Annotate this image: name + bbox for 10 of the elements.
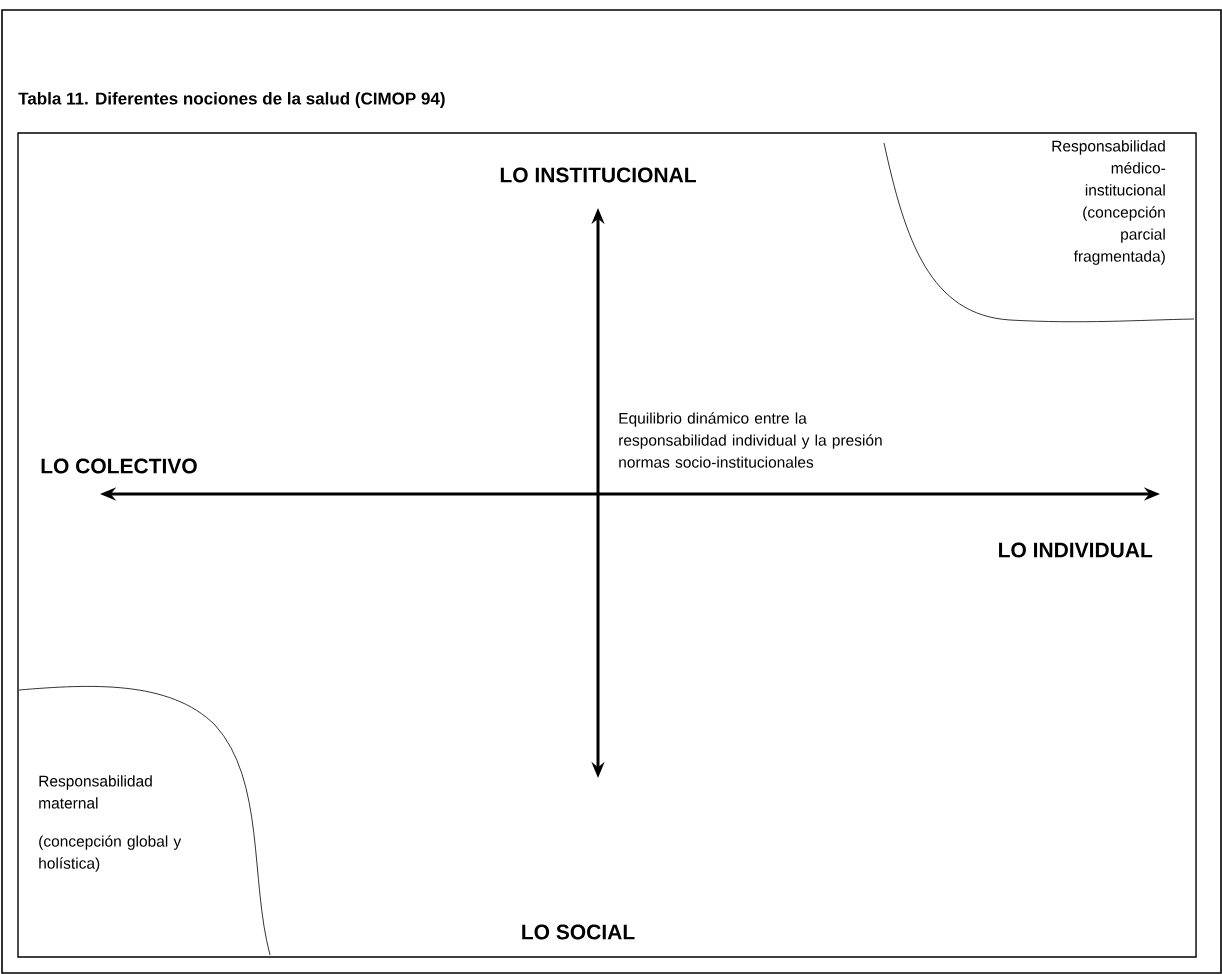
axis-label: LO INDIVIDUAL — [999, 542, 1153, 558]
region-label: Responsabilidad médico-institucional — [1052, 140, 1166, 196]
region-label: (concepción global y holística) — [39, 835, 182, 872]
title: Tabla 11. Diferentes nociones de la salud (CIMOP 94) — [18, 92, 445, 108]
region-label: Equilibrio dinámico entre la responsabilidad individual y la presión normas socio-institucionales — [619, 412, 882, 468]
region-label: (concepción parcial fragmentada) — [1073, 206, 1165, 265]
axis-label: LO COLECTIVO — [41, 458, 197, 474]
region-label: Responsabilidad maternal — [39, 775, 152, 809]
axis-label: LO INSTITUCIONAL — [500, 167, 696, 183]
axis-label: LO SOCIAL — [522, 924, 635, 940]
